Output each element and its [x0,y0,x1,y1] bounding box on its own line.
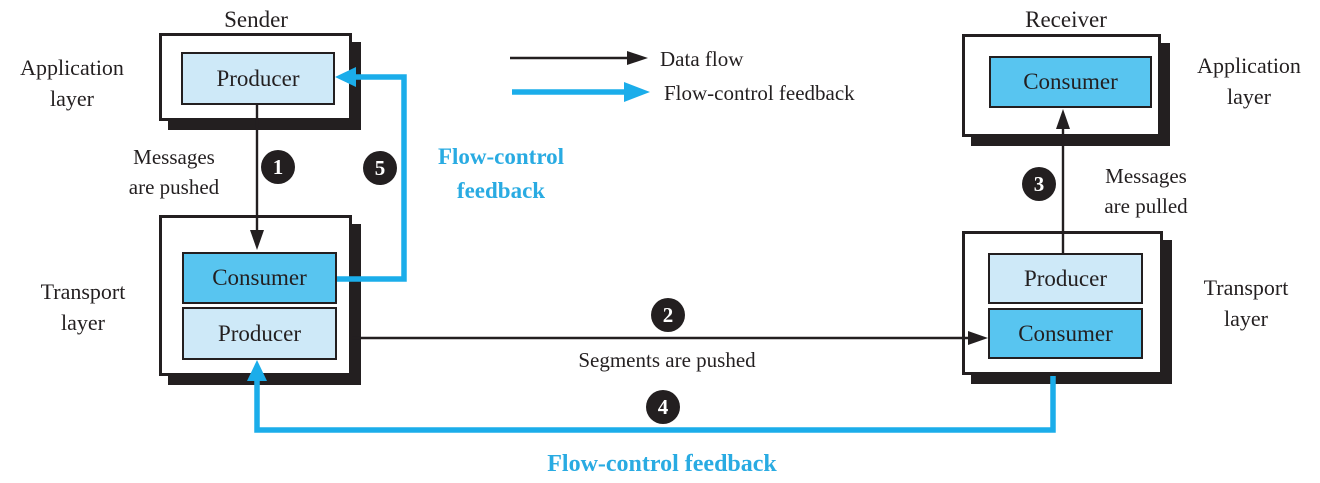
receiver-transport-consumer-label: Consumer [1018,320,1113,346]
legend-flow-control-label: Flow-control feedback [664,81,855,105]
receiver-app-consumer-box: Consumer [989,56,1152,108]
receiver-transport-consumer-box: Consumer [988,308,1143,359]
sender-transport-consumer-box: Consumer [182,252,337,304]
step-3-badge: 3 [1022,167,1056,201]
messages-pushed-label: Messages are pushed [128,145,220,199]
sender-application-layer-label: Application layer [20,55,124,111]
flow-control-feedback-4-label: Flow-control feedback [547,451,777,477]
receiver-application-layer-label: Application layer [1197,53,1301,109]
segments-pushed-label: Segments are pushed [578,348,756,372]
receiver-transport-layer-label: Transport layer [1203,275,1289,331]
step-1-badge: 1 [261,150,295,184]
sender-transport-producer-label: Producer [217,320,302,346]
legend-flow-control-arrow [512,82,650,102]
sender-app-producer-label: Producer [216,65,300,91]
receiver-app-consumer-label: Consumer [1023,69,1118,94]
sender-transport-producer-box: Producer [182,307,337,360]
receiver-transport-producer-box: Producer [988,253,1143,304]
legend-data-flow-arrow [510,51,648,65]
receiver-title: Receiver [1025,7,1107,32]
sender-title: Sender [224,7,288,32]
data-flow-arrow-segments-pushed [352,331,988,345]
sender-app-producer-box: Producer [181,52,335,105]
legend-data-flow-label: Data flow [660,47,744,71]
step-2-badge: 2 [651,298,685,332]
receiver-transport-producer-label: Producer [1023,265,1108,291]
sender-transport-layer-label: Transport layer [40,279,126,335]
sender-transport-consumer-label: Consumer [212,265,307,290]
step-5-badge: 5 [363,151,397,185]
messages-pulled-label: Messages are pulled [1104,164,1188,218]
flow-control-feedback-5-label: Flow-control feedback [437,144,565,203]
step-4-badge: 4 [646,390,680,424]
